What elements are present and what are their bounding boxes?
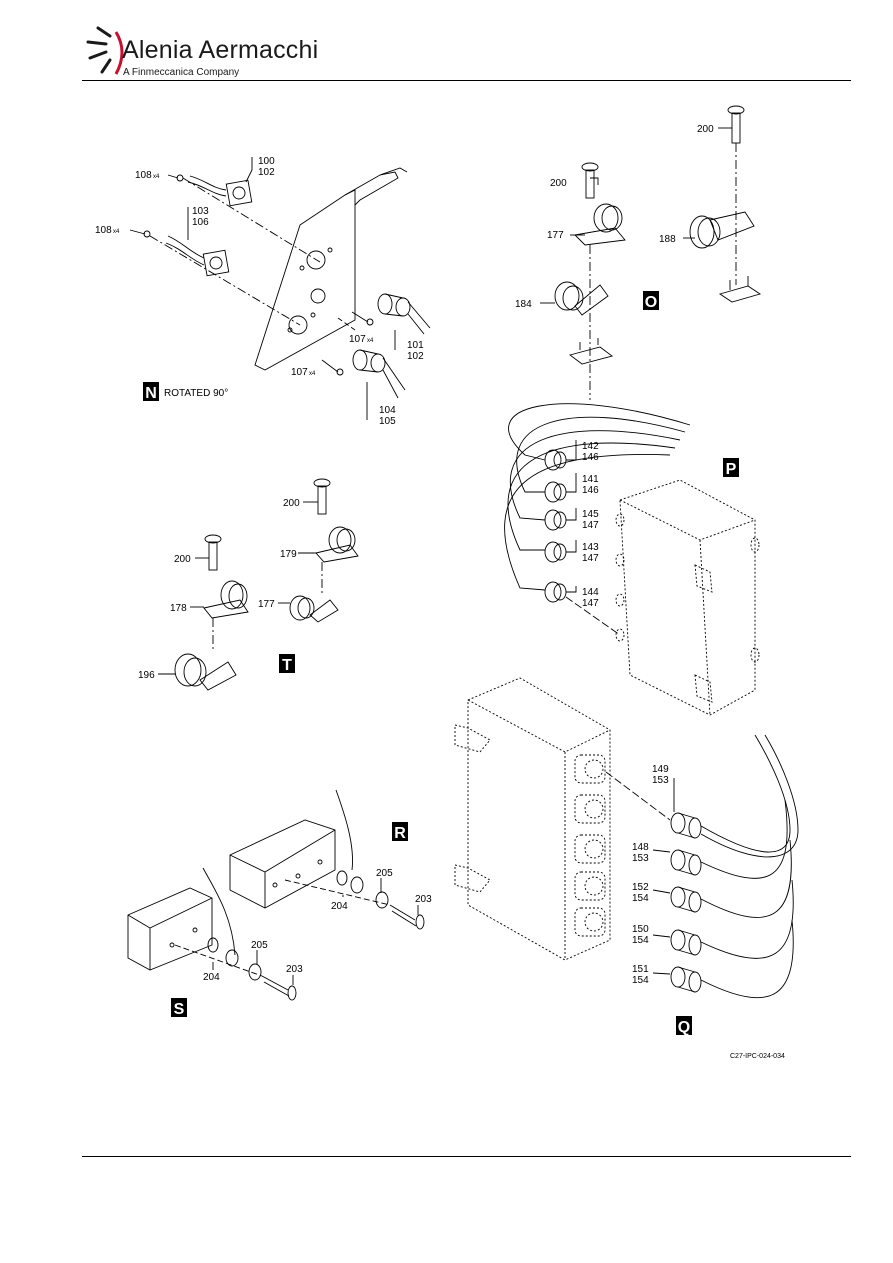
callout-204: 204 xyxy=(331,901,348,912)
callout-146: 146 xyxy=(582,485,599,496)
callout-108: 108 xyxy=(95,225,112,236)
callout-102: 102 xyxy=(407,351,424,362)
callout-203: 203 xyxy=(415,894,432,905)
callout-200: 200 xyxy=(283,498,300,509)
callout-147: 147 xyxy=(582,520,599,531)
diagram-label: x4 xyxy=(367,338,374,344)
footer-divider xyxy=(82,1156,851,1157)
callout-154: 154 xyxy=(632,935,649,946)
callout-153: 153 xyxy=(652,775,669,786)
callout-177: 177 xyxy=(258,599,275,610)
callout-196: 196 xyxy=(138,670,155,681)
callout-102: 102 xyxy=(258,167,275,178)
view-label-n: N ROTATED 90° xyxy=(143,382,228,402)
callout-107: 107 xyxy=(349,334,366,345)
callout-200: 200 xyxy=(174,554,191,565)
callout-108: 108 xyxy=(135,170,152,181)
diagram-label: N xyxy=(145,385,157,402)
callout-146: 146 xyxy=(582,452,599,463)
callout-107: 107 xyxy=(291,367,308,378)
company-subtitle: A Finmeccanica Company xyxy=(123,67,240,78)
callout-104: 104 xyxy=(379,405,396,416)
diagram-label: P xyxy=(726,461,737,478)
callout-153: 153 xyxy=(632,853,649,864)
view-s-drawing xyxy=(127,867,297,1001)
callout-177: 177 xyxy=(547,230,564,241)
callout-143: 143 xyxy=(582,542,599,553)
view-label-s: S xyxy=(171,998,187,1018)
callout-204: 204 xyxy=(203,972,220,983)
page-header: Alenia Aermacchi A Finmeccanica Company xyxy=(0,0,893,82)
callout-178: 178 xyxy=(170,603,187,614)
callout-188: 188 xyxy=(659,234,676,245)
company-logo-icon xyxy=(86,26,124,75)
diagram-label: T xyxy=(282,657,292,674)
callout-200: 200 xyxy=(697,124,714,135)
view-n-drawing xyxy=(143,167,431,399)
callout-142: 142 xyxy=(582,441,599,452)
callout-184: 184 xyxy=(515,299,532,310)
callout-145: 145 xyxy=(582,509,599,520)
callout-151: 151 xyxy=(632,964,649,975)
callout-105: 105 xyxy=(379,416,396,427)
diagram-label: Q xyxy=(678,1019,690,1036)
callout-203: 203 xyxy=(286,964,303,975)
callout-150: 150 xyxy=(632,924,649,935)
view-label-p: P xyxy=(723,458,739,478)
callout-103: 103 xyxy=(192,206,209,217)
diagram-label: x4 xyxy=(113,229,120,235)
view-label-t: T xyxy=(279,654,295,674)
callout-147: 147 xyxy=(582,553,599,564)
figure-reference: C27-IPC-024-034 xyxy=(730,1053,785,1060)
callout-154: 154 xyxy=(632,893,649,904)
callout-147: 147 xyxy=(582,598,599,609)
view-label-q: Q xyxy=(676,1016,692,1036)
callout-106: 106 xyxy=(192,217,209,228)
view-q-drawing xyxy=(454,677,799,999)
callout-205: 205 xyxy=(251,940,268,951)
diagram-label: x4 xyxy=(153,174,160,180)
callout-200: 200 xyxy=(550,178,567,189)
view-r-drawing xyxy=(229,789,425,930)
view-t-drawing xyxy=(174,478,359,691)
callout-100: 100 xyxy=(258,156,275,167)
callout-148: 148 xyxy=(632,842,649,853)
header-divider xyxy=(82,80,851,81)
callout-179: 179 xyxy=(280,549,297,560)
callout-154: 154 xyxy=(632,975,649,986)
diagram-label: R xyxy=(394,825,406,842)
view-p-drawing xyxy=(504,403,760,716)
view-o-drawing xyxy=(554,105,762,400)
callout-205: 205 xyxy=(376,868,393,879)
view-label-o: O xyxy=(643,291,659,311)
callout-141: 141 xyxy=(582,474,599,485)
callout-144: 144 xyxy=(582,587,599,598)
callout-152: 152 xyxy=(632,882,649,893)
diagram-label: x4 xyxy=(309,371,316,377)
company-name: Alenia Aermacchi xyxy=(122,36,319,64)
view-label-r: R xyxy=(392,822,408,842)
callout-101: 101 xyxy=(407,340,424,351)
diagram-label: S xyxy=(174,1001,185,1018)
diagram-label: ROTATED 90° xyxy=(164,388,228,399)
diagram-label: O xyxy=(645,294,657,311)
callout-149: 149 xyxy=(652,764,669,775)
